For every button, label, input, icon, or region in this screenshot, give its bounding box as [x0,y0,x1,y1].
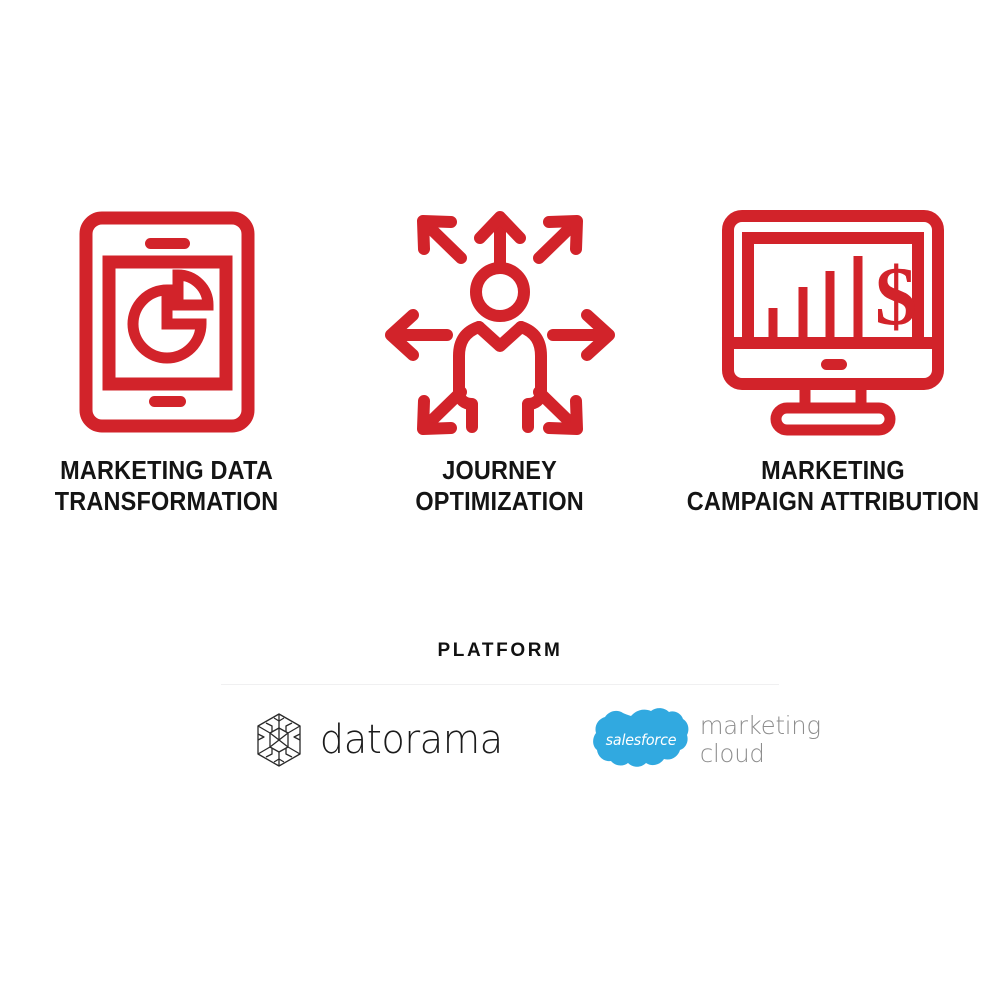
feature-marketing-data-transformation: MARKETING DATA TRANSFORMATION [1,196,334,518]
platform-section: PLATFORM [0,640,1000,773]
logo-datorama[interactable]: datorama [254,712,507,768]
salesforce-cloud-word: salesforce [605,731,676,749]
marketing-cloud-wordmark: marketing cloud [699,711,821,768]
feature-journey-optimization: JOURNEY OPTIMIZATION [334,196,667,518]
svg-text:$: $ [875,250,917,343]
features-row: MARKETING DATA TRANSFORMATION [0,196,1000,518]
datorama-hexagon-cube-logo-icon [257,713,301,767]
feature-icon-wrapper: $ [718,196,948,448]
tablet-pie-chart-icon [79,211,255,433]
platform-divider [221,684,779,685]
logo-salesforce-marketing-cloud[interactable]: salesforce marketing cloud [592,707,823,773]
salesforce-cloud-logo-icon [592,708,688,767]
monitor-bar-chart-dollar-icon: $ [722,210,944,436]
feature-marketing-campaign-attribution: $ MARKETING CAMPAIGN ATTRIBUTION [667,196,1000,518]
person-arrows-radiating-icon [385,211,615,435]
feature-icon-wrapper [375,196,625,448]
feature-label: MARKETING CAMPAIGN ATTRIBUTION [686,457,980,516]
feature-label: MARKETING DATA TRANSFORMATION [55,457,279,516]
salesforce-cloud-mark: salesforce [592,707,689,773]
platform-logos-row: datorama salesforce marketing cloud [221,707,821,773]
platform-section-title: PLATFORM [437,640,563,661]
feature-label: JOURNEY OPTIMIZATION [415,457,585,516]
datorama-wordmark: datorama [319,717,503,763]
feature-icon-wrapper [77,196,257,448]
